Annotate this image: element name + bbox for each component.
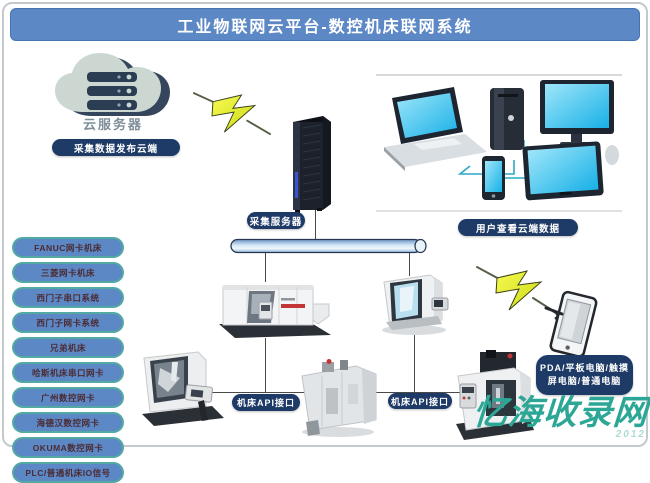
sidebar-item: 广州数控网卡 xyxy=(12,387,124,408)
collection-server-icon xyxy=(283,114,337,214)
page-title: 工业物联网云平台-数控机床联网系统 xyxy=(10,8,640,41)
pda-badge: PDA/平板电脑/触摸屏电脑/普通电脑 xyxy=(536,355,633,395)
smartphone-icon xyxy=(482,156,505,200)
line-server-to-bus xyxy=(315,210,316,239)
cnc-mill-icon xyxy=(376,270,454,336)
collection-server-badge: 采集服务器 xyxy=(247,212,305,229)
sidebar-item: 三菱网卡机床 xyxy=(12,262,124,283)
machine-api-right-badge: 机床API接口 xyxy=(388,393,452,409)
server-stack-icon xyxy=(87,72,137,110)
watermark: 忆海收录网 xyxy=(471,394,650,432)
cnc-machine-middle-icon xyxy=(298,358,380,438)
cnc-machine-right-icon xyxy=(452,350,537,442)
sidebar-item: 哈斯机床串口网卡 xyxy=(12,362,124,383)
watermark-year: 2012 xyxy=(615,429,646,440)
tablet-display-icon xyxy=(522,141,604,201)
machine-api-left-badge: 机床API接口 xyxy=(232,394,300,411)
line-machine-right-down xyxy=(414,331,415,392)
lightning-icon xyxy=(192,86,272,144)
sidebar: FANUC网卡机床三菱网卡机床西门子串口系统西门子网卡系统兄弟机床哈斯机床串口网… xyxy=(12,237,124,483)
line-machine-left-down xyxy=(265,338,266,392)
network-bus xyxy=(230,238,428,254)
cnc-machine-left-icon xyxy=(138,348,238,426)
sidebar-item: PLC/普通机床IO信号 xyxy=(12,462,124,483)
user-computers-illustration xyxy=(374,70,624,215)
line-api-right xyxy=(370,392,460,393)
cloud-server-label: 云服务器 xyxy=(82,117,143,132)
desktop-tower-icon xyxy=(490,88,524,150)
laptop-icon xyxy=(384,87,487,171)
mouse-icon xyxy=(605,145,619,165)
cnc-lathe-icon xyxy=(215,278,335,342)
sidebar-item: 兄弟机床 xyxy=(12,337,124,358)
user-view-badge: 用户查看云端数据 xyxy=(458,219,578,236)
sidebar-item: 海德汉数控网卡 xyxy=(12,412,124,433)
pda-tablet-icon xyxy=(544,290,600,362)
cloud-server-icon xyxy=(45,50,180,116)
sidebar-item: OKUMA数控网卡 xyxy=(12,437,124,458)
monitor-icon xyxy=(540,80,614,147)
sidebar-item: FANUC网卡机床 xyxy=(12,237,124,258)
line-bus-to-machine-right xyxy=(409,252,410,276)
sidebar-item: 西门子网卡系统 xyxy=(12,312,124,333)
line-api-left xyxy=(203,392,325,393)
cloud-publish-badge: 采集数据发布云端 xyxy=(52,139,180,156)
sidebar-item: 西门子串口系统 xyxy=(12,287,124,308)
line-bus-to-machine-left xyxy=(265,252,266,282)
